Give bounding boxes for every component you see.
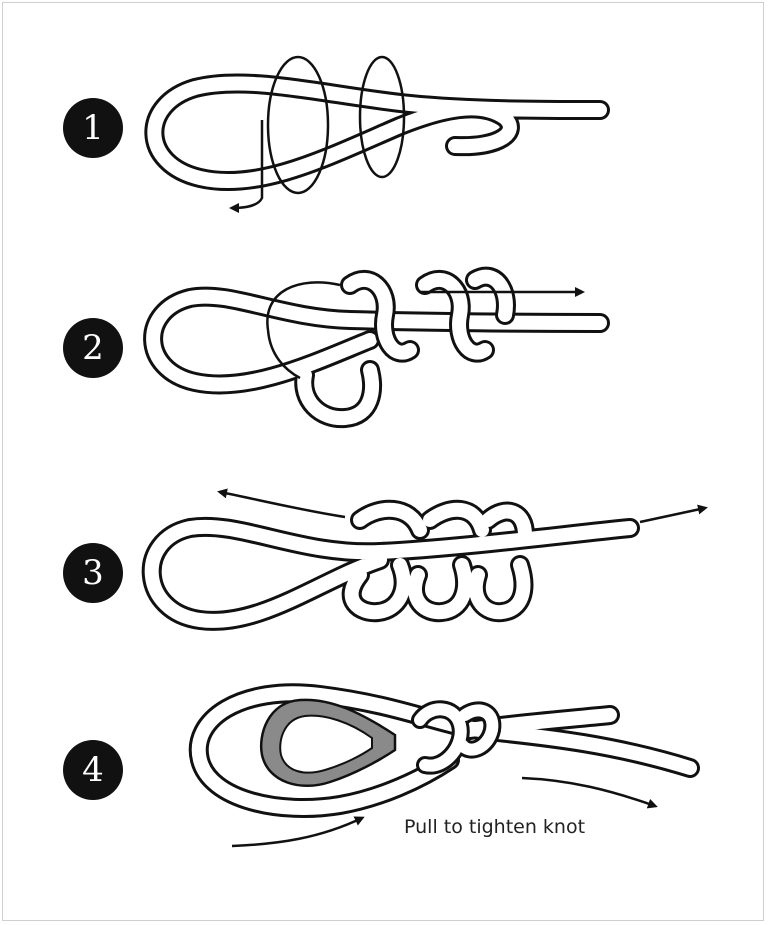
step-1-figure: [144, 55, 610, 213]
step-4-figure: [188, 683, 700, 848]
tighten-caption: Pull to tighten knot: [404, 816, 586, 838]
step-2-figure: [143, 266, 610, 429]
step-3-figure: [141, 488, 708, 631]
step-1-badge: 1: [63, 98, 123, 158]
thimble: [259, 698, 397, 787]
step-1-wraps: [229, 55, 406, 213]
step-4-badge: 4: [63, 740, 123, 800]
step-2-badge: 2: [63, 318, 123, 378]
step-3-badge: 3: [63, 543, 123, 603]
